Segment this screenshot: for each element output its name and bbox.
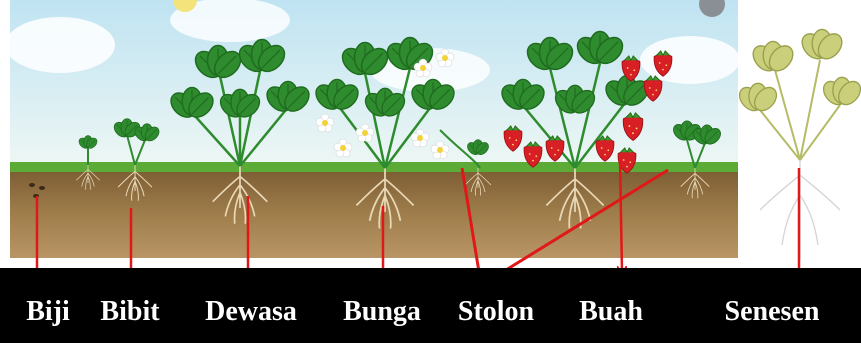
label-biji: Biji bbox=[26, 296, 70, 328]
label-dewasa: Dewasa bbox=[205, 296, 297, 328]
label-bibit: Bibit bbox=[100, 296, 159, 328]
label-bunga: Bunga bbox=[343, 296, 421, 328]
cloud bbox=[5, 17, 115, 73]
label-buah: Buah bbox=[579, 296, 643, 328]
label-senesen: Senesen bbox=[725, 296, 820, 328]
label-stolon: Stolon bbox=[458, 296, 534, 328]
soil bbox=[10, 172, 738, 258]
